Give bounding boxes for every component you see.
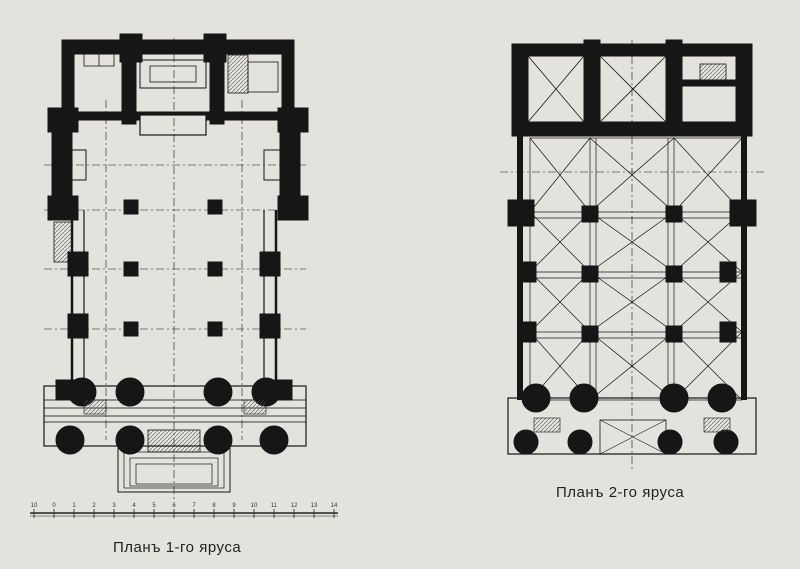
upper-structure [511,39,753,137]
side-piers [67,251,281,339]
scale-label: 10 [31,503,38,509]
second-tier-plan [500,39,764,470]
scale-label: 3 [112,503,116,509]
scale-label: 8 [212,503,216,509]
scale-label: 7 [192,503,196,509]
scale-label: 4 [132,503,136,509]
scale-label: 11 [271,503,278,509]
scale-label: 5 [152,503,156,509]
plan-caption-first-tier: Планъ 1-го яруса [113,539,242,556]
vault-piers [519,205,737,343]
nave-columns [123,199,223,337]
upper-walls [61,33,295,136]
scale-label: 9 [232,503,236,509]
porch-2 [507,383,757,455]
scale-label: 2 [92,503,96,509]
scale-label: 1 [72,503,76,509]
axis-lines [44,38,306,500]
scale-label: 12 [291,503,298,509]
scale-label: 0 [52,503,56,509]
vault-grid [529,137,743,401]
nave-walls [47,107,309,380]
first-tier-plan [43,33,309,500]
plan-caption-second-tier: Планъ 2-го яруса [556,484,685,501]
scale-label: 10 [251,503,258,509]
scale-label: 13 [311,503,318,509]
scale-label: 14 [331,503,338,509]
scale-label: 6 [172,503,176,509]
entrance-porch [43,377,307,493]
